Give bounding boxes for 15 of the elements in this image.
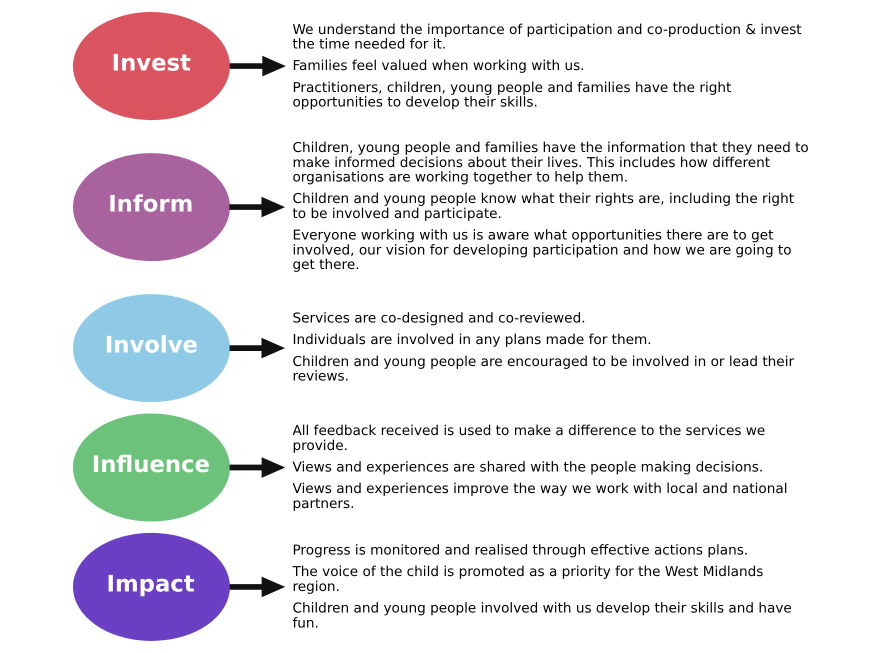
node-text: All feedback received is used to make a difference to the services we provide. Views and experiences are shared with the people making decisions. Views and experiences improve the way we work with local and national partners. bbox=[292, 423, 788, 512]
node-ellipse: Influence bbox=[72, 414, 230, 522]
node-text: Children, young people and families have the information that they need to make informed decisions about their lives. This includes how different organisations are working together to help them. Children and young people know what their rights are, including the right to be involved and participate. Everyone working with us is aware what opportunities there are to get involved, our vision for developing participation and how we are going to get there. bbox=[292, 140, 809, 274]
arrow bbox=[230, 576, 286, 598]
node-text: Progress is monitored and realised through effective actions plans. The voice of the child is promoted as a priority for the West Midlands region. Children and young people involved with us develop their skills and have fun. bbox=[292, 542, 792, 632]
node-ellipse: Involve bbox=[72, 294, 230, 402]
node-text: We understand the importance of participation and co-production & invest the time needed for it. Families feel valued when working with us. Practitioners, children, young people and families have the right opportunities to develop their skills. bbox=[292, 22, 802, 111]
node-ellipse: Invest bbox=[72, 12, 230, 120]
node-text: Services are co-designed and co-reviewed. Individuals are involved in any plans made for them. Children and young people are encouraged to be involved in or lead their reviews. bbox=[292, 310, 794, 385]
arrow bbox=[230, 56, 286, 76]
node-ellipse: Impact bbox=[72, 532, 230, 641]
arrow bbox=[229, 196, 286, 218]
arrow bbox=[230, 457, 286, 478]
arrow bbox=[230, 338, 286, 358]
node-ellipse: Inform bbox=[72, 153, 230, 262]
